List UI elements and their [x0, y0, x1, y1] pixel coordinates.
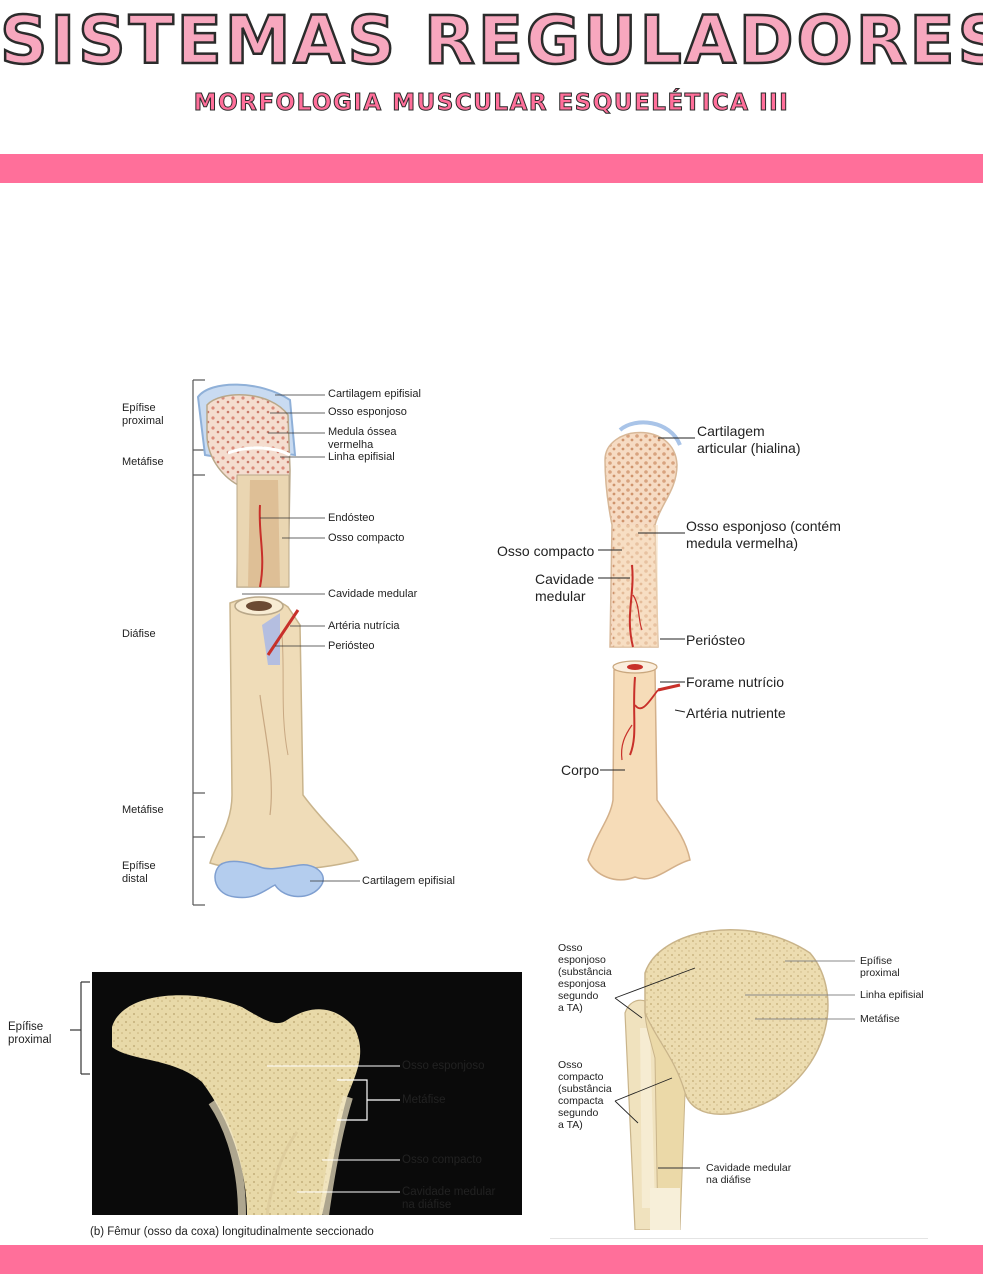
label-d-compact: Osso compacto (substância compacta segun…	[558, 1059, 612, 1131]
label-a-distal-cartilage: Cartilagem epifisial	[362, 875, 455, 887]
label-b-nutrient-foramen: Forame nutrício	[686, 674, 785, 690]
label-b-medullary-cavity: Cavidade medular	[535, 571, 595, 604]
label-d-spongy: Osso esponjoso (substância esponjosa seg…	[558, 942, 612, 1014]
label-b-spongy-bone: Osso esponjoso (contém medula vermelha)	[686, 518, 841, 551]
label-a-proximal-epiphysis: Epífise proximal	[122, 402, 164, 427]
label-a-red-marrow: Medula óssea vermelha	[328, 426, 397, 451]
label-d-proximal-epiphysis: Epífise proximal	[860, 955, 900, 979]
label-a-compact-bone: Osso compacto	[328, 532, 405, 544]
label-b-articular-cartilage: Cartilagem articular (hialina)	[697, 423, 801, 456]
label-a-spongy-bone: Osso esponjoso	[328, 406, 407, 418]
label-c-medullary-cavity: Cavidade medular na diáfise	[402, 1186, 496, 1211]
label-d-medullary-cavity: Cavidade medular na diáfise	[706, 1162, 792, 1186]
label-a-metaphysis-top: Metáfise	[122, 456, 164, 468]
label-b-body: Corpo	[561, 762, 600, 778]
figure-d-leader-lines	[614, 960, 855, 1169]
label-a-epiphyseal-cartilage: Cartilagem epifisial	[328, 388, 421, 400]
label-d-metaphysis: Metáfise	[860, 1013, 900, 1025]
label-a-periosteum: Periósteo	[328, 640, 375, 652]
label-a-epiphyseal-line: Linha epifisial	[328, 451, 395, 463]
label-c-spongy-bone: Osso esponjoso	[402, 1060, 485, 1072]
label-a-medullary-cavity: Cavidade medular	[328, 588, 418, 600]
label-c-proximal-epiphysis: Epífise proximal	[8, 1021, 52, 1046]
page-title: SISTEMAS REGULADORES	[0, 1, 983, 81]
label-a-nutrient-artery: Artéria nutrícia	[328, 620, 400, 632]
bottom-accent-band	[0, 1245, 983, 1274]
figure-b-long-bone-diagram	[587, 420, 691, 881]
label-b-compact-bone: Osso compacto	[497, 543, 595, 559]
figure-b-leader-lines	[598, 437, 695, 771]
label-b-nutrient-artery: Artéria nutriente	[686, 705, 786, 721]
figure-c-caption: (b) Fêmur (osso da coxa) longitudinalmen…	[90, 1226, 374, 1238]
label-c-compact-bone: Osso compacto	[402, 1154, 482, 1166]
figure-d-cropped-caption-strip	[550, 1238, 928, 1247]
label-b-periosteum: Periósteo	[686, 632, 746, 648]
label-a-metaphysis-bottom: Metáfise	[122, 804, 164, 816]
label-d-epiphyseal-line: Linha epifisial	[860, 989, 924, 1001]
label-a-diaphysis: Diáfise	[122, 628, 156, 640]
figure-a-long-bone-diagram	[192, 379, 360, 906]
page-subtitle: MORFOLOGIA MUSCULAR ESQUELÉTICA III	[193, 90, 790, 117]
label-a-distal-epiphysis: Epífise distal	[122, 860, 156, 885]
figure-c-femur-photo	[92, 972, 522, 1215]
figure-c-bracket	[70, 981, 90, 1075]
top-accent-band	[0, 154, 983, 183]
label-c-metaphysis: Metáfise	[402, 1094, 446, 1106]
label-a-endosteum: Endósteo	[328, 512, 375, 524]
figure-d-bone-section	[624, 929, 829, 1230]
